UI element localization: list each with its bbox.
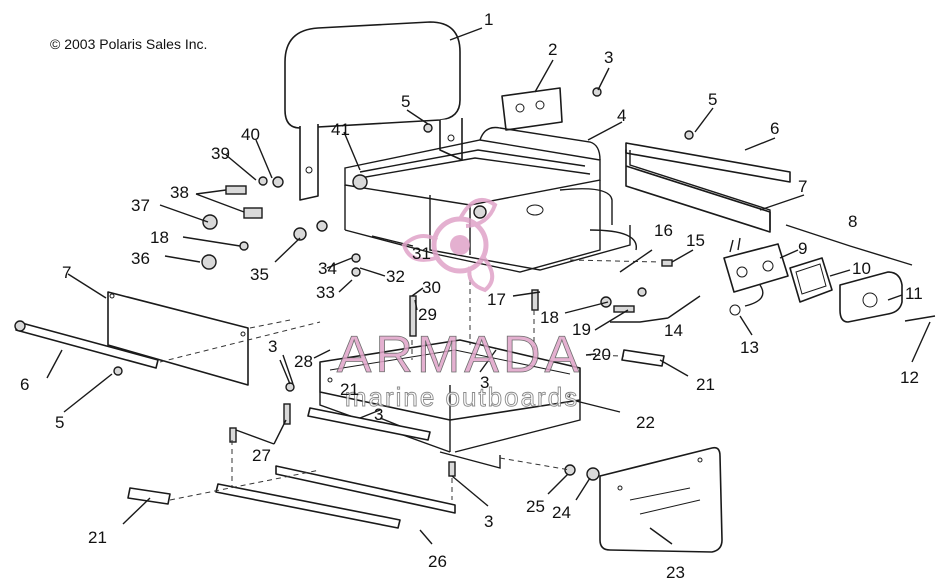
- backrest-part: [284, 21, 463, 201]
- callout-6: 6: [770, 119, 779, 138]
- tube-parts: [127, 349, 665, 505]
- callout-10: 10: [852, 259, 871, 278]
- callout-40: 40: [241, 125, 260, 144]
- hardware-parts: [113, 87, 694, 481]
- callout-18: 18: [150, 228, 169, 247]
- copyright-notice: © 2003 Polaris Sales Inc.: [50, 36, 208, 52]
- rack-frame-part: [344, 126, 637, 273]
- callout-30: 30: [422, 278, 441, 297]
- callout-3: 3: [604, 48, 613, 67]
- callout-16: 16: [654, 221, 673, 240]
- left-rail-parts: [14, 291, 249, 386]
- callout-28: 28: [294, 352, 313, 371]
- callout-4: 4: [617, 106, 626, 125]
- callout-21: 21: [88, 528, 107, 547]
- callout-3: 3: [480, 373, 489, 392]
- callout-24: 24: [552, 503, 571, 522]
- callout-27: 27: [252, 446, 271, 465]
- callout-32: 32: [386, 267, 405, 286]
- skid-rail-parts: [215, 407, 456, 529]
- mud-flap-part: [599, 446, 723, 553]
- bracket-plate-part: [501, 87, 563, 131]
- leader-lines: [46, 27, 931, 545]
- callout-3: 3: [484, 512, 493, 531]
- callout-36: 36: [131, 249, 150, 268]
- callout-23: 23: [666, 563, 685, 578]
- callout-35: 35: [250, 265, 269, 284]
- callout-8: 8: [848, 212, 857, 231]
- callout-9: 9: [798, 239, 807, 258]
- callout-18: 18: [540, 308, 559, 327]
- watermark-brand: ARMADA: [337, 326, 583, 384]
- callout-5: 5: [401, 92, 410, 111]
- callout-39: 39: [211, 144, 230, 163]
- callout-6: 6: [20, 375, 29, 394]
- callout-29: 29: [418, 305, 437, 324]
- callout-19: 19: [572, 320, 591, 339]
- callout-13: 13: [740, 338, 759, 357]
- callout-5: 5: [708, 90, 717, 109]
- callout-31: 31: [412, 244, 431, 263]
- callout-21: 21: [696, 375, 715, 394]
- callout-2: 2: [548, 40, 557, 59]
- callout-7: 7: [798, 177, 807, 196]
- callout-20: 20: [592, 345, 611, 364]
- callout-17: 17: [487, 290, 506, 309]
- callout-3: 3: [268, 337, 277, 356]
- callout-3: 3: [374, 405, 383, 424]
- callout-34: 34: [318, 259, 337, 278]
- callout-25: 25: [526, 497, 545, 516]
- callout-41: 41: [331, 120, 350, 139]
- callout-33: 33: [316, 283, 335, 302]
- callout-14: 14: [664, 321, 683, 340]
- callout-1: 1: [484, 10, 493, 29]
- callout-26: 26: [428, 552, 447, 571]
- callout-5: 5: [55, 413, 64, 432]
- assembly-guide-lines: [159, 259, 661, 501]
- callout-21: 21: [340, 380, 359, 399]
- callout-11: 11: [905, 284, 923, 303]
- taillight-assembly-parts: [723, 237, 936, 323]
- callout-38: 38: [170, 183, 189, 202]
- callout-37: 37: [131, 196, 150, 215]
- callout-12: 12: [900, 368, 919, 387]
- watermark-tagline: marine outboards: [345, 382, 579, 412]
- callout-22: 22: [636, 413, 655, 432]
- right-rail-parts: [625, 142, 791, 233]
- callout-15: 15: [686, 231, 705, 250]
- callout-labels: 1 2 3 4 5 5 6 7 8 9 10 11 12 13 14 15 16…: [20, 10, 923, 582]
- callout-7: 7: [62, 263, 71, 282]
- armada-watermark: ARMADA marine outboards: [336, 197, 583, 412]
